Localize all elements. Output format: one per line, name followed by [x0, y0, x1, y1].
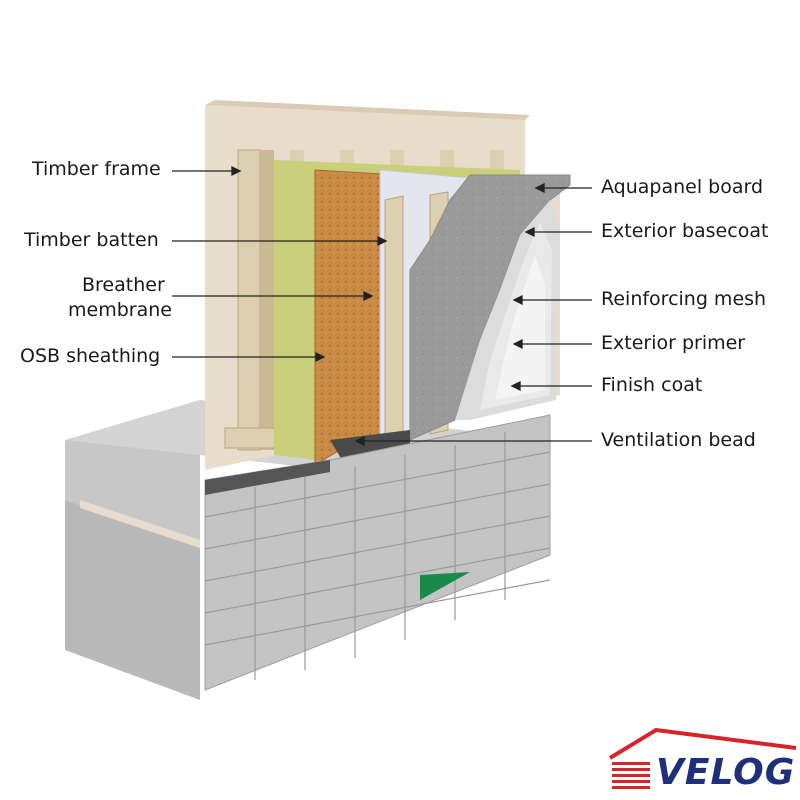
roof-icon	[608, 728, 797, 760]
green-marker	[420, 572, 470, 600]
logo-text: VELOG	[656, 752, 796, 793]
velog-logo	[608, 728, 797, 789]
label-reinforcing-mesh: Reinforcing mesh	[601, 288, 767, 310]
label-exterior-primer: Exterior primer	[601, 332, 746, 354]
label-aquapanel-board: Aquapanel board	[601, 176, 764, 198]
label-exterior-basecoat: Exterior basecoat	[601, 220, 769, 242]
label-breather-membrane-line1: Breather	[82, 274, 165, 296]
insulation-layer	[274, 160, 520, 460]
label-finish-coat: Finish coat	[601, 374, 703, 396]
render-layers	[455, 200, 560, 420]
label-breather-membrane-line2: membrane	[68, 299, 172, 321]
stripes-icon	[612, 762, 650, 789]
label-timber-frame: Timber frame	[32, 158, 161, 180]
label-osb-sheathing: OSB sheathing	[20, 345, 161, 367]
leader-lines	[172, 165, 592, 447]
label-ventilation-bead: Ventilation bead	[601, 429, 756, 451]
block-wall	[204, 414, 551, 691]
label-timber-batten: Timber batten	[24, 229, 159, 251]
